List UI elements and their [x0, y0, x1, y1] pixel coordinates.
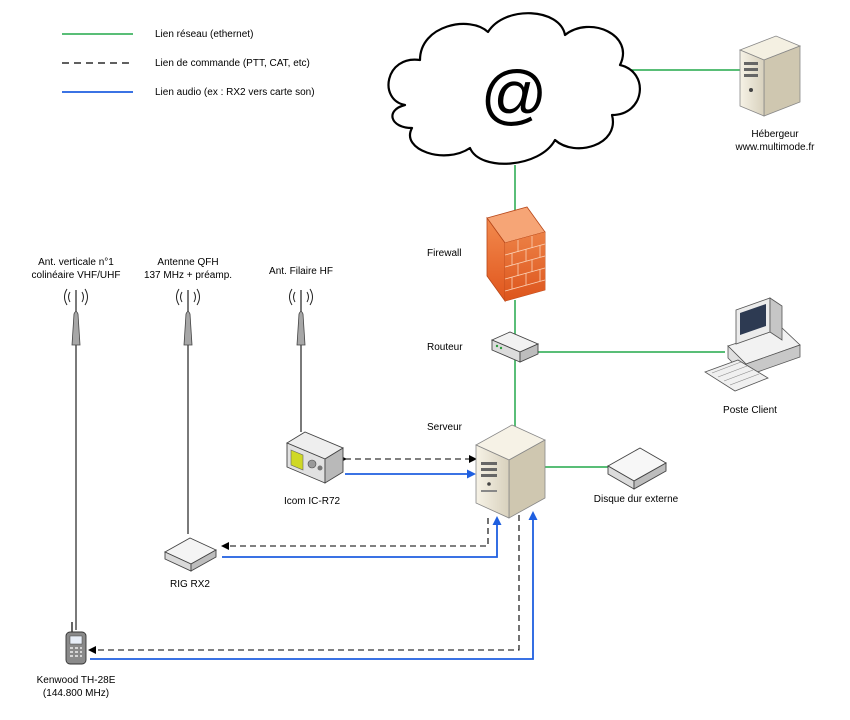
- host-label-line2: www.multimode.fr: [735, 142, 816, 153]
- kenwood-label-line2: (144.800 MHz): [43, 688, 109, 699]
- antenna-icon: [64, 288, 88, 346]
- rig-label: RIG RX2: [170, 579, 210, 590]
- external-disk-icon: [607, 447, 667, 490]
- client-pc: Poste Client: [704, 297, 801, 416]
- internet-cloud: @: [387, 12, 641, 165]
- handheld-radio-icon: [65, 622, 87, 665]
- legend-network-label: Lien réseau (ethernet): [155, 29, 253, 40]
- icom-label: Icom IC-R72: [284, 496, 341, 507]
- command-links: [88, 455, 520, 654]
- command-server-kenwood: [88, 515, 520, 654]
- icom-receiver: Icom IC-R72: [284, 431, 344, 507]
- cloud-icon: [387, 12, 641, 165]
- firewall: Firewall: [427, 206, 546, 303]
- antenna2-label-line2: 137 MHz + préamp.: [144, 270, 232, 281]
- cloud-symbol: @: [481, 57, 548, 131]
- antenna-3: Ant. Filaire HF: [269, 266, 333, 346]
- antenna1-label-line2: colinéaire VHF/UHF: [32, 270, 121, 281]
- firewall-label: Firewall: [427, 248, 461, 259]
- router-icon: [490, 331, 540, 363]
- antenna-1: Ant. verticale n°1 colinéaire VHF/UHF: [32, 257, 121, 346]
- antenna-icon: [289, 288, 313, 346]
- router-label: Routeur: [427, 342, 463, 353]
- legend-audio-label: Lien audio (ex : RX2 vers carte son): [155, 87, 315, 98]
- sdr-box-icon: [164, 537, 217, 572]
- antenna1-label-line1: Ant. verticale n°1: [38, 257, 114, 268]
- antenna-2: Antenne QFH 137 MHz + préamp.: [144, 257, 232, 346]
- radio-receiver-icon: [286, 431, 344, 484]
- audio-rig-server: [222, 516, 502, 558]
- desktop-computer-icon: [704, 297, 801, 392]
- host-label-line1: Hébergeur: [751, 129, 799, 140]
- main-server: Serveur: [427, 422, 546, 519]
- command-server-rig: [221, 518, 489, 550]
- antenna3-label: Ant. Filaire HF: [269, 266, 333, 277]
- audio-links: [90, 469, 538, 660]
- network-links: [514, 69, 740, 468]
- legend: Lien réseau (ethernet) Lien de commande …: [62, 29, 315, 98]
- antenna-cables: [75, 345, 302, 630]
- kenwood-handheld: Kenwood TH-28E (144.800 MHz): [37, 622, 116, 699]
- host-server: Hébergeur www.multimode.fr: [735, 35, 816, 153]
- brick-firewall-icon: [486, 206, 546, 303]
- server-tower-icon: [475, 424, 546, 519]
- kenwood-label-line1: Kenwood TH-28E: [37, 675, 116, 686]
- external-disk: Disque dur externe: [594, 447, 679, 505]
- rig-rx2: RIG RX2: [164, 537, 217, 590]
- audio-kenwood-server: [90, 511, 538, 660]
- server-tower-icon: [738, 35, 802, 117]
- server-label: Serveur: [427, 422, 463, 433]
- disk-label: Disque dur externe: [594, 494, 679, 505]
- router: Routeur: [427, 331, 540, 363]
- legend-command-label: Lien de commande (PTT, CAT, etc): [155, 58, 310, 69]
- antenna-icon: [176, 288, 200, 346]
- antenna2-label-line1: Antenne QFH: [157, 257, 218, 268]
- client-label: Poste Client: [723, 405, 777, 416]
